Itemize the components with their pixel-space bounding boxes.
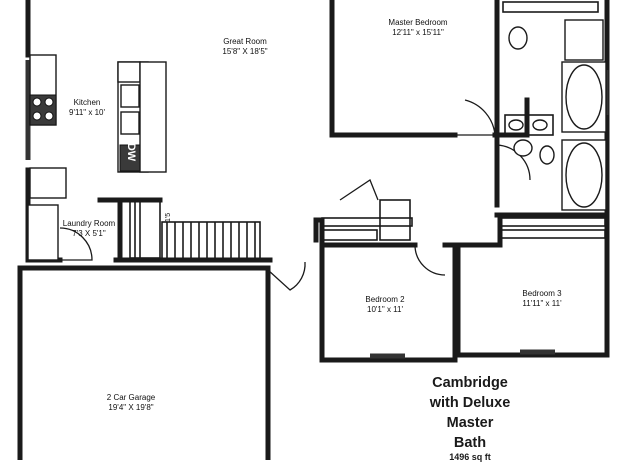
- great-room-label: Great Room 15'8" X 18'5": [210, 37, 280, 57]
- bedroom-3-name: Bedroom 3: [522, 289, 562, 298]
- dryer-label: D: [39, 213, 47, 225]
- washer-label: W: [37, 239, 49, 251]
- great-room-dims: 15'8" X 18'5": [222, 47, 268, 56]
- garage-name: 2 Car Garage: [106, 393, 156, 402]
- laundry-room-dims: 7'3 X 5'1": [72, 229, 106, 238]
- kitchen-fixtures: [29, 54, 167, 199]
- windows: [25, 60, 609, 359]
- great-room-name: Great Room: [223, 37, 267, 46]
- kitchen-label: Kitchen 9'11" x 10': [62, 98, 112, 118]
- garage-label: 2 Car Garage 19'4" X 19'8": [96, 393, 166, 413]
- stairs: [129, 199, 261, 261]
- kitchen-name: Kitchen: [73, 98, 101, 107]
- bath-fixtures: [502, 1, 607, 211]
- dishwasher-label: DW: [125, 142, 137, 162]
- plan-area: 1496 sq ft: [449, 452, 491, 462]
- plan-title: Cambridge with Deluxe Master Bath: [429, 375, 511, 451]
- master-bedroom-label: Master Bedroom 12'11" x 15'11": [378, 18, 458, 38]
- laundry-room-label: Laundry Room 7'3 X 5'1": [56, 219, 122, 239]
- bedroom-3-label: Bedroom 3 11'11" x 11': [512, 289, 572, 309]
- bedroom-3-dims: 11'11" x 11': [522, 299, 562, 308]
- garage-dims: 19'4" X 19'8": [108, 403, 154, 412]
- bedroom-2-dims: 10'1" x 11': [367, 305, 403, 314]
- laundry-fixtures: [27, 204, 59, 261]
- bedroom-2-name: Bedroom 2: [365, 295, 405, 304]
- stairs-label: 1'5: [165, 212, 172, 222]
- master-bedroom-dims: 12'11" x 15'11": [392, 28, 444, 37]
- kitchen-dims: 9'11" x 10': [69, 108, 105, 117]
- closets: [321, 199, 606, 241]
- laundry-room-name: Laundry Room: [62, 219, 116, 228]
- master-bedroom-name: Master Bedroom: [388, 18, 448, 27]
- bedroom-2-label: Bedroom 2 10'1" x 11': [355, 295, 415, 315]
